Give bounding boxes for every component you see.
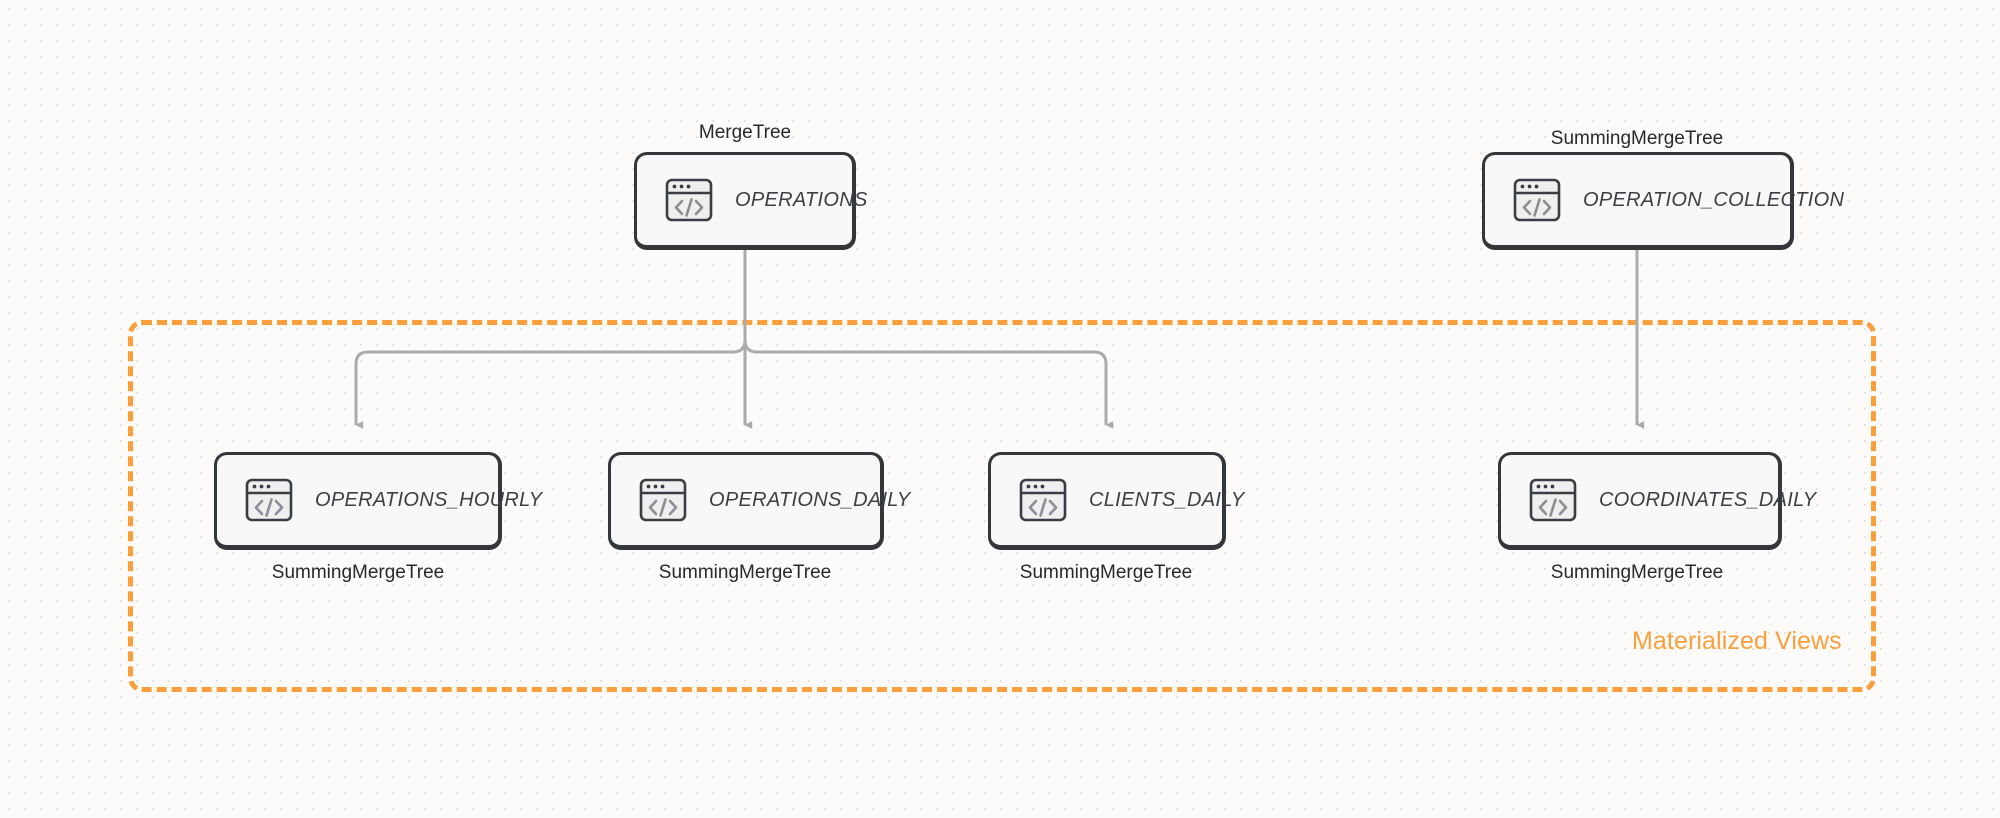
code-window-icon	[665, 178, 713, 222]
engine-caption-operations-hourly: SummingMergeTree	[271, 562, 445, 583]
code-window-icon	[1529, 478, 1577, 522]
node-operations[interactable]: OPERATIONS	[634, 152, 867, 250]
node-coordinates-daily[interactable]: COORDINATES_DAILY	[1498, 452, 1816, 550]
code-window-icon	[245, 478, 293, 522]
materialized-views-group-label: Materialized Views	[1632, 627, 1842, 655]
code-window-icon	[1513, 178, 1561, 222]
node-label-operations-daily: OPERATIONS_DAILY	[709, 488, 911, 511]
node-label-coordinates-daily: COORDINATES_DAILY	[1599, 488, 1817, 511]
node-label-operations-hourly: OPERATIONS_HOURLY	[315, 488, 543, 511]
engine-caption-operations: MergeTree	[698, 122, 792, 143]
node-operations-daily[interactable]: OPERATIONS_DAILY	[608, 452, 910, 550]
engine-caption-operation-collection: SummingMergeTree	[1550, 128, 1724, 149]
node-label-operation-collection: OPERATION_COLLECTION	[1583, 188, 1845, 211]
code-window-icon	[1019, 478, 1067, 522]
node-clients-daily[interactable]: CLIENTS_DAILY	[988, 452, 1244, 550]
node-label-clients-daily: CLIENTS_DAILY	[1089, 488, 1245, 511]
node-operation-collection[interactable]: OPERATION_COLLECTION	[1482, 152, 1844, 250]
node-operations-hourly[interactable]: OPERATIONS_HOURLY	[214, 452, 542, 550]
code-window-icon	[639, 478, 687, 522]
engine-caption-coordinates-daily: SummingMergeTree	[1550, 562, 1724, 583]
engine-caption-operations-daily: SummingMergeTree	[658, 562, 832, 583]
node-label-operations: OPERATIONS	[735, 188, 868, 211]
engine-caption-clients-daily: SummingMergeTree	[1019, 562, 1193, 583]
